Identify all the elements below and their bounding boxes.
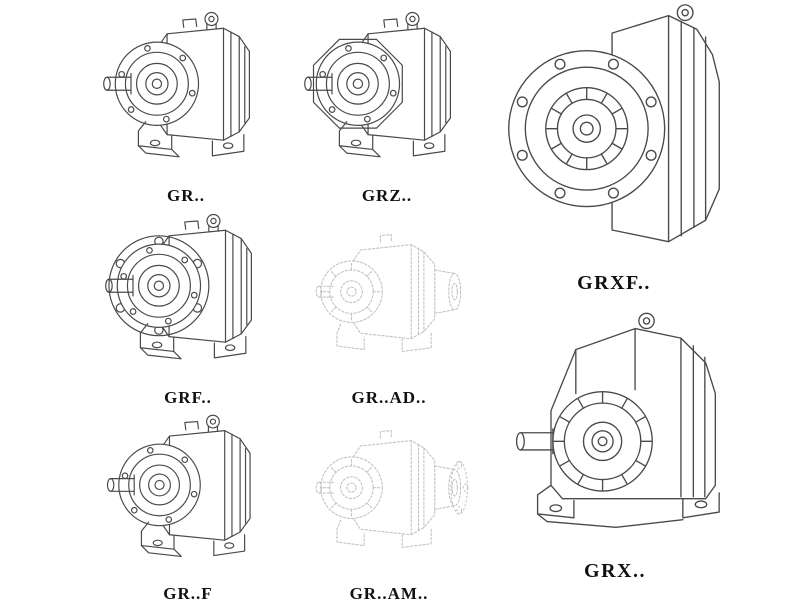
product-cell-gr-am: GR..AM.. xyxy=(293,408,485,604)
product-label-gr-am: GR..AM.. xyxy=(349,584,429,603)
product-label-grz: GRZ.. xyxy=(361,186,413,205)
grx-gearbox-drawing xyxy=(491,298,739,556)
product-label-gr: GR.. xyxy=(167,186,205,205)
product-cell-gr-ad: GR..AD.. xyxy=(293,212,485,410)
product-cell-gr: GR.. xyxy=(90,4,282,208)
product-cell-gr-f: GR..F xyxy=(92,408,284,604)
grxf-gearbox-drawing xyxy=(494,0,734,268)
grz-gearbox-drawing xyxy=(295,4,480,182)
product-cell-grf: GRF.. xyxy=(92,206,284,410)
product-label-grx: GRX.. xyxy=(584,560,646,582)
grf-gearbox-drawing xyxy=(96,206,281,384)
product-label-grxf: GRXF.. xyxy=(577,272,651,294)
product-label-gr-f: GR..F xyxy=(163,584,213,603)
gr-f-gearbox-drawing xyxy=(96,408,281,580)
product-label-grf: GRF.. xyxy=(164,388,212,407)
product-cell-grx: GRX.. xyxy=(488,298,742,594)
product-cell-grxf: GRXF.. xyxy=(490,0,738,300)
gr-gearbox-drawing xyxy=(94,4,279,182)
gr-ad-gearbox-drawing xyxy=(297,212,482,384)
product-label-gr-ad: GR..AD.. xyxy=(351,388,427,407)
gr-am-gearbox-drawing xyxy=(297,408,468,580)
product-cell-grz: GRZ.. xyxy=(293,4,481,208)
